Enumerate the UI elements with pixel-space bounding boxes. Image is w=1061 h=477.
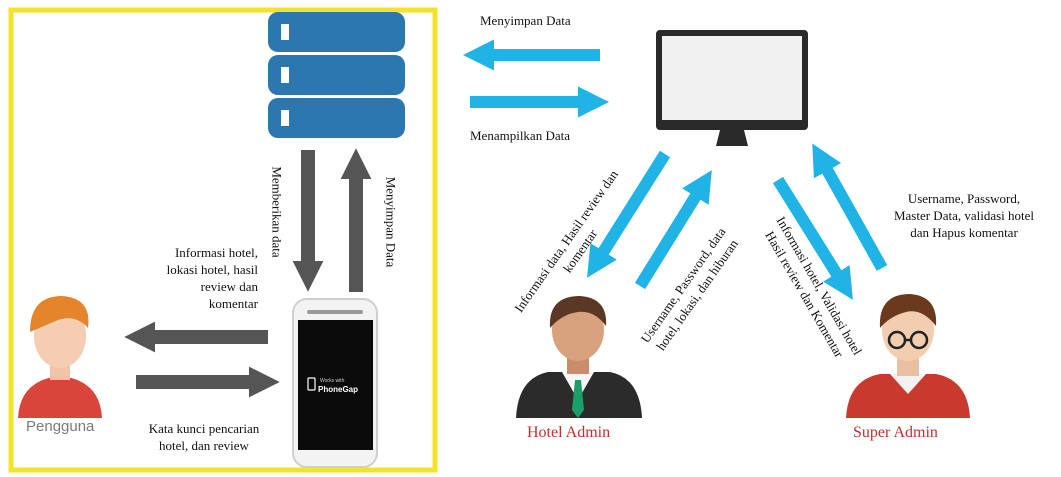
label-from-super-admin: Username, Password, Master Data, validas… xyxy=(893,191,1035,240)
smartphone-icon xyxy=(292,298,378,468)
server-icon xyxy=(268,12,405,138)
user-avatar-icon xyxy=(18,296,102,418)
label-menyimpan-data-top: Menyimpan Data xyxy=(480,13,571,28)
arrow-monitor-to-hotel-admin xyxy=(587,150,671,278)
actor-super-admin-label: Super Admin xyxy=(853,424,938,441)
admin-glasses-icon xyxy=(846,294,970,418)
mobile-system-frame xyxy=(8,7,438,473)
label-memberikan-data: Memberikan data xyxy=(269,166,285,258)
phonegap-badge-small: Works with xyxy=(320,378,345,384)
phonegap-badge: PhoneGap xyxy=(318,385,358,394)
label-info-to-user: Informasi hotel, lokasi hotel, hasil rev… xyxy=(166,245,258,311)
businessman-icon xyxy=(516,296,642,418)
label-menyimpan-data-vertical: Menyimpan Data xyxy=(383,176,399,268)
arrow-hotel-admin-to-monitor xyxy=(634,170,712,290)
monitor-icon xyxy=(656,30,808,146)
actor-pengguna-label: Pengguna xyxy=(26,418,95,435)
label-menampilkan-data: Menampilkan Data xyxy=(470,128,570,143)
label-search-from-user: Kata kunci pencarian hotel, dan review xyxy=(148,421,260,453)
arrow-super-admin-to-monitor xyxy=(812,143,888,271)
actor-hotel-admin-label: Hotel Admin xyxy=(527,424,611,441)
arrow-monitor-to-super-admin xyxy=(772,176,853,300)
